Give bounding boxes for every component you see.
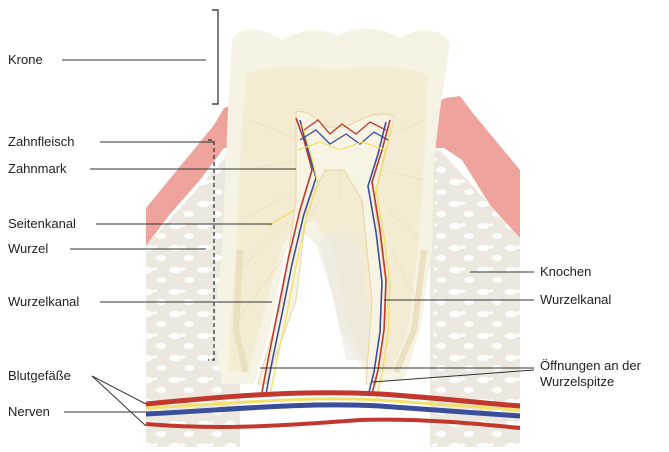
label-zahnmark: Zahnmark <box>8 161 67 177</box>
label-wurzel: Wurzel <box>8 241 48 257</box>
label-oeffnungen-line2: Wurzelspitze <box>540 374 614 390</box>
label-knochen: Knochen <box>540 264 591 280</box>
label-wurzelkanal-right: Wurzelkanal <box>540 292 611 308</box>
krone-bracket <box>212 10 218 104</box>
label-seitenkanal: Seitenkanal <box>8 216 76 232</box>
label-wurzelkanal-left: Wurzelkanal <box>8 294 79 310</box>
label-oeffnungen-line1: Öffnungen an der <box>540 358 641 374</box>
label-krone: Krone <box>8 52 43 68</box>
label-blutgefaesse: Blutgefäße <box>8 368 71 384</box>
label-nerven: Nerven <box>8 404 50 420</box>
tooth <box>214 29 450 384</box>
label-zahnfleisch: Zahnfleisch <box>8 134 74 150</box>
